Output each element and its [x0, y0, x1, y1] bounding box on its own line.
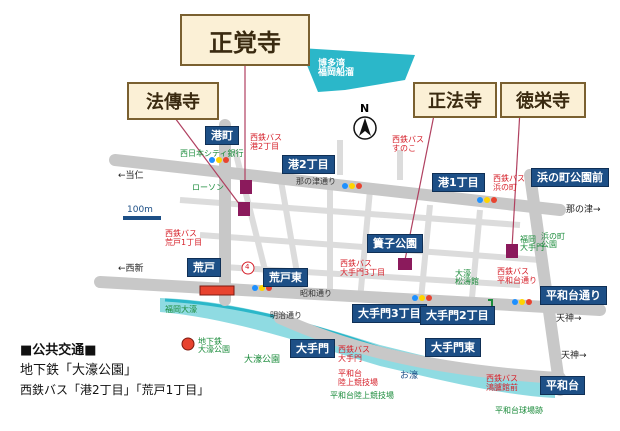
- bank-label: 西日本シティ銀行: [180, 149, 244, 158]
- bus-stop-nakasu: 西鉄バス 鴻臚館前: [486, 374, 518, 392]
- bus-stop-arato1: 西鉄バス 荒戸1丁目: [165, 229, 203, 247]
- temple-shohoji-label: 正法寺: [413, 82, 497, 118]
- bus-stop-otemon: 西鉄バス 大手門: [338, 345, 370, 363]
- tenjin-cafe-label: 福岡 大手門: [520, 235, 544, 252]
- matsuhara-label: 大濠 松濤館: [455, 269, 479, 286]
- showa-street-label: 昭和通り: [300, 289, 332, 298]
- sign-otemon3: 大手門3丁目: [352, 304, 427, 323]
- sign-minato1: 港1丁目: [432, 173, 485, 192]
- ohori-park-label: 大濠公園: [244, 355, 281, 365]
- lawson-label: ローソン: [192, 183, 224, 192]
- sign-otemon-higashi: 大手門東: [425, 338, 481, 357]
- transit-line-subway: 地下鉄「大濠公園」: [20, 363, 138, 378]
- temple-hodenji-label: 法傳寺: [127, 82, 219, 120]
- dir-to-imajuku: ←当仁: [118, 171, 144, 181]
- dir-to-nanotsu: 那の津→: [566, 205, 601, 215]
- sign-otemon: 大手門: [290, 339, 335, 358]
- subway-station-mark: [199, 285, 235, 296]
- sign-hamanomachi-koen: 浜の町公園前: [531, 168, 609, 187]
- sign-minato2: 港2丁目: [282, 155, 335, 174]
- temple-marks: [238, 180, 518, 270]
- sign-arato: 荒戸: [187, 258, 221, 277]
- route-4-label: 4: [245, 263, 250, 271]
- dir-to-tenjin-1: 天神→: [556, 314, 582, 324]
- bus-stop-heiwadai: 西鉄バス 平和台通り: [497, 267, 537, 285]
- nanotsu-street-label: 那の津通り: [296, 177, 336, 186]
- north-arrow-icon: [353, 116, 377, 140]
- bus-stop-sunoko: 西鉄バス すのこ: [392, 135, 424, 153]
- bus-stop-hamamachi: 西鉄バス 浜の町: [493, 174, 525, 192]
- heiwadai-stadium-label: 平和台球場跡: [495, 406, 543, 415]
- sign-heiwadai: 平和台: [540, 376, 585, 395]
- transit-line-bus: 西鉄バス「港2丁目」「荒戸1丁目」: [20, 383, 210, 397]
- subway-station-label: 地下鉄 大濠公園: [198, 337, 230, 354]
- dir-to-nishijin: ←西新: [118, 264, 144, 274]
- scale-bar: [123, 216, 161, 220]
- sign-nomonoko-koen: 簀子公園: [367, 234, 423, 253]
- bus-stop-otemon3: 西鉄バス 大手門3丁目: [340, 259, 386, 277]
- dir-to-tenjin-2: 天神→: [561, 351, 587, 361]
- bus-stop-rikujo: 平和台 陸上競技場: [338, 369, 378, 387]
- hakata-bay-water: [300, 48, 415, 92]
- meiji-street-label: 明治通り: [270, 311, 302, 320]
- subway-icon: [181, 337, 195, 351]
- hamanomachi-park-label: 浜の町 公園: [541, 232, 565, 249]
- transit-heading: ■公共交通■: [20, 343, 97, 358]
- north-label: N: [360, 102, 370, 115]
- traffic-signals: [209, 157, 532, 305]
- sign-minatomachi: 港町: [205, 126, 239, 145]
- sign-heiwadai-dori: 平和台通り: [540, 286, 607, 305]
- hakata-bay-label: 博多湾 福岡船溜: [318, 59, 355, 78]
- leader-lines: [174, 62, 521, 261]
- temple-tokueiji-label: 徳栄寺: [500, 82, 586, 118]
- moat-label: お濠: [400, 371, 419, 381]
- scale-label: 100m: [127, 205, 153, 215]
- route-4-marker: [241, 261, 255, 275]
- temple-shogakuji-label: 正覚寺: [180, 14, 310, 66]
- heiwadai-rikujo-label: 平和台陸上競技場: [330, 391, 394, 400]
- sign-arato-higashi: 荒戸東: [263, 268, 308, 287]
- sign-otemon2: 大手門2丁目: [420, 306, 495, 325]
- fukuoka-ohori-label: 福岡大濠: [165, 305, 197, 314]
- bus-stop-minato2: 西鉄バス 港2丁目: [250, 133, 282, 151]
